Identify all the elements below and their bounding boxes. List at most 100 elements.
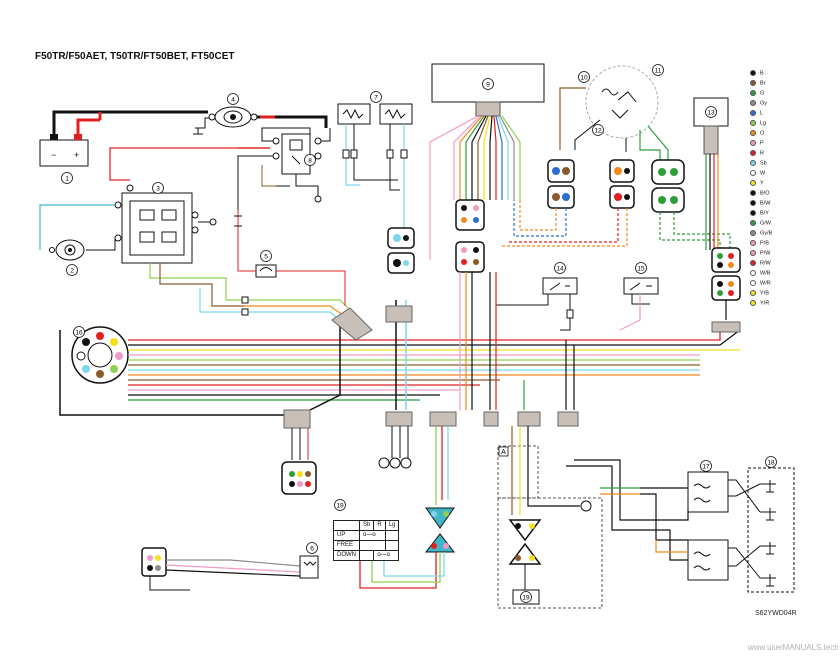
svg-text:10: 10: [580, 75, 588, 82]
legend-code: B/W: [760, 200, 771, 207]
legend-swatch: [750, 110, 756, 116]
lanyard-switch-connector-lower: [508, 542, 542, 565]
svg-text:12: 12: [594, 128, 602, 135]
trim-switch-connector-lower: [424, 533, 456, 553]
pulser-connector-b: [547, 185, 575, 209]
starter-relay: [272, 133, 322, 175]
callout-11: 11: [652, 64, 664, 76]
remote-trim-switch: [141, 547, 167, 577]
fuse: [255, 264, 277, 278]
spark-plug-box: [747, 467, 795, 593]
trim-connector-lower: [387, 252, 415, 274]
legend-code: W/R: [760, 280, 771, 287]
thermo-switch: [693, 97, 729, 155]
legend-code: G: [760, 90, 765, 97]
legend-code: Sb: [760, 160, 767, 167]
callout-9: 9: [482, 78, 494, 90]
legend-swatch: [750, 250, 756, 256]
legend-code: W: [760, 170, 766, 177]
starter-motor: [208, 106, 258, 128]
thermo-connector-lower: [711, 275, 741, 301]
legend-item: R: [750, 150, 764, 160]
legend-swatch: [750, 100, 756, 106]
legend-code: P/W: [760, 250, 771, 257]
callout-10: 10: [578, 71, 590, 83]
legend-item: W: [750, 170, 765, 180]
legend-code: B: [760, 70, 764, 77]
callout-2: 2: [66, 264, 78, 276]
legend-swatch: [750, 260, 756, 266]
charge-connector-b: [609, 185, 635, 209]
legend-code: Y: [760, 180, 764, 187]
legend-code: Y/B: [760, 290, 769, 297]
svg-text:9: 9: [486, 82, 490, 89]
lanyard-switch-connector-upper: [508, 519, 542, 542]
svg-text:2: 2: [70, 268, 74, 275]
legend-swatch: [750, 90, 756, 96]
legend-swatch: [750, 210, 756, 216]
legend-item: G/W: [750, 220, 771, 230]
legend-code: O: [760, 130, 765, 137]
legend-item: P/W: [750, 250, 770, 260]
legend-code: G/W: [760, 220, 771, 227]
legend-swatch: [750, 160, 756, 166]
legend-code: P/B: [760, 240, 769, 247]
callout-15: 15: [635, 262, 647, 274]
legend-item: Y: [750, 180, 764, 190]
legend-swatch: [750, 290, 756, 296]
legend-item: Lg: [750, 120, 766, 130]
callout-17: 17: [700, 460, 712, 472]
box-19: [497, 497, 603, 609]
diagram-code: S62YWD04R: [755, 610, 797, 617]
lighting-connector-b: [651, 187, 685, 213]
legend-item: W/R: [750, 280, 771, 290]
table-row: FREE: [333, 540, 400, 551]
box-a-label: A: [498, 446, 509, 457]
oil-pressure-switch: [623, 277, 659, 295]
svg-text:14: 14: [556, 266, 564, 273]
callout-12: 12: [592, 124, 604, 136]
svg-text:11: 11: [655, 68, 662, 75]
thermo-connector-upper: [711, 247, 741, 273]
svg-text:6: 6: [310, 546, 314, 553]
legend-item: B/O: [750, 190, 769, 200]
svg-text:3: 3: [156, 186, 160, 193]
legend-swatch: [750, 240, 756, 246]
ecu-connector-lower: [455, 241, 485, 273]
legend-item: B/Y: [750, 210, 769, 220]
legend-item: R/W: [750, 260, 771, 270]
legend-swatch: [750, 220, 756, 226]
svg-text:8: 8: [308, 158, 312, 165]
svg-text:18: 18: [767, 460, 775, 467]
spark-plug-leads: [728, 479, 776, 587]
callouts: 1 2 3 4 5 6 7 8 9 10 11 12 13 14 15 16 1…: [61, 64, 777, 603]
rectifier-regulator: [114, 184, 199, 264]
legend-swatch: [750, 270, 756, 276]
callout-5: 5: [260, 250, 272, 262]
legend-item: B/W: [750, 200, 770, 210]
svg-text:A: A: [501, 449, 506, 456]
legend-swatch: [750, 180, 756, 186]
stator-assembly: [585, 65, 659, 139]
legend-code: B/O: [760, 190, 770, 197]
svg-text:−: −: [51, 150, 56, 160]
legend-item: P: [750, 140, 764, 150]
svg-text:19: 19: [522, 595, 530, 602]
svg-text:+: +: [74, 150, 79, 160]
main-harness-wires: [128, 329, 741, 401]
legend-code: P: [760, 140, 764, 147]
callout-6: 6: [306, 542, 318, 554]
legend-code: Gy/B: [760, 230, 773, 237]
table-header-row: Sb R Lg: [333, 520, 400, 531]
legend-item: Y/B: [750, 290, 769, 300]
legend-swatch: [750, 170, 756, 176]
trim-switch-connector-upper: [425, 507, 455, 529]
legend-swatch: [750, 80, 756, 86]
svg-text:7: 7: [374, 95, 378, 102]
legend-code: L: [760, 110, 764, 117]
legend-item: Sb: [750, 160, 767, 170]
diagram-title: F50TR/F50AET, T50TR/FT50BET, FT50CET: [35, 51, 235, 62]
watermark: www.userMANUALS.tech: [748, 643, 839, 652]
